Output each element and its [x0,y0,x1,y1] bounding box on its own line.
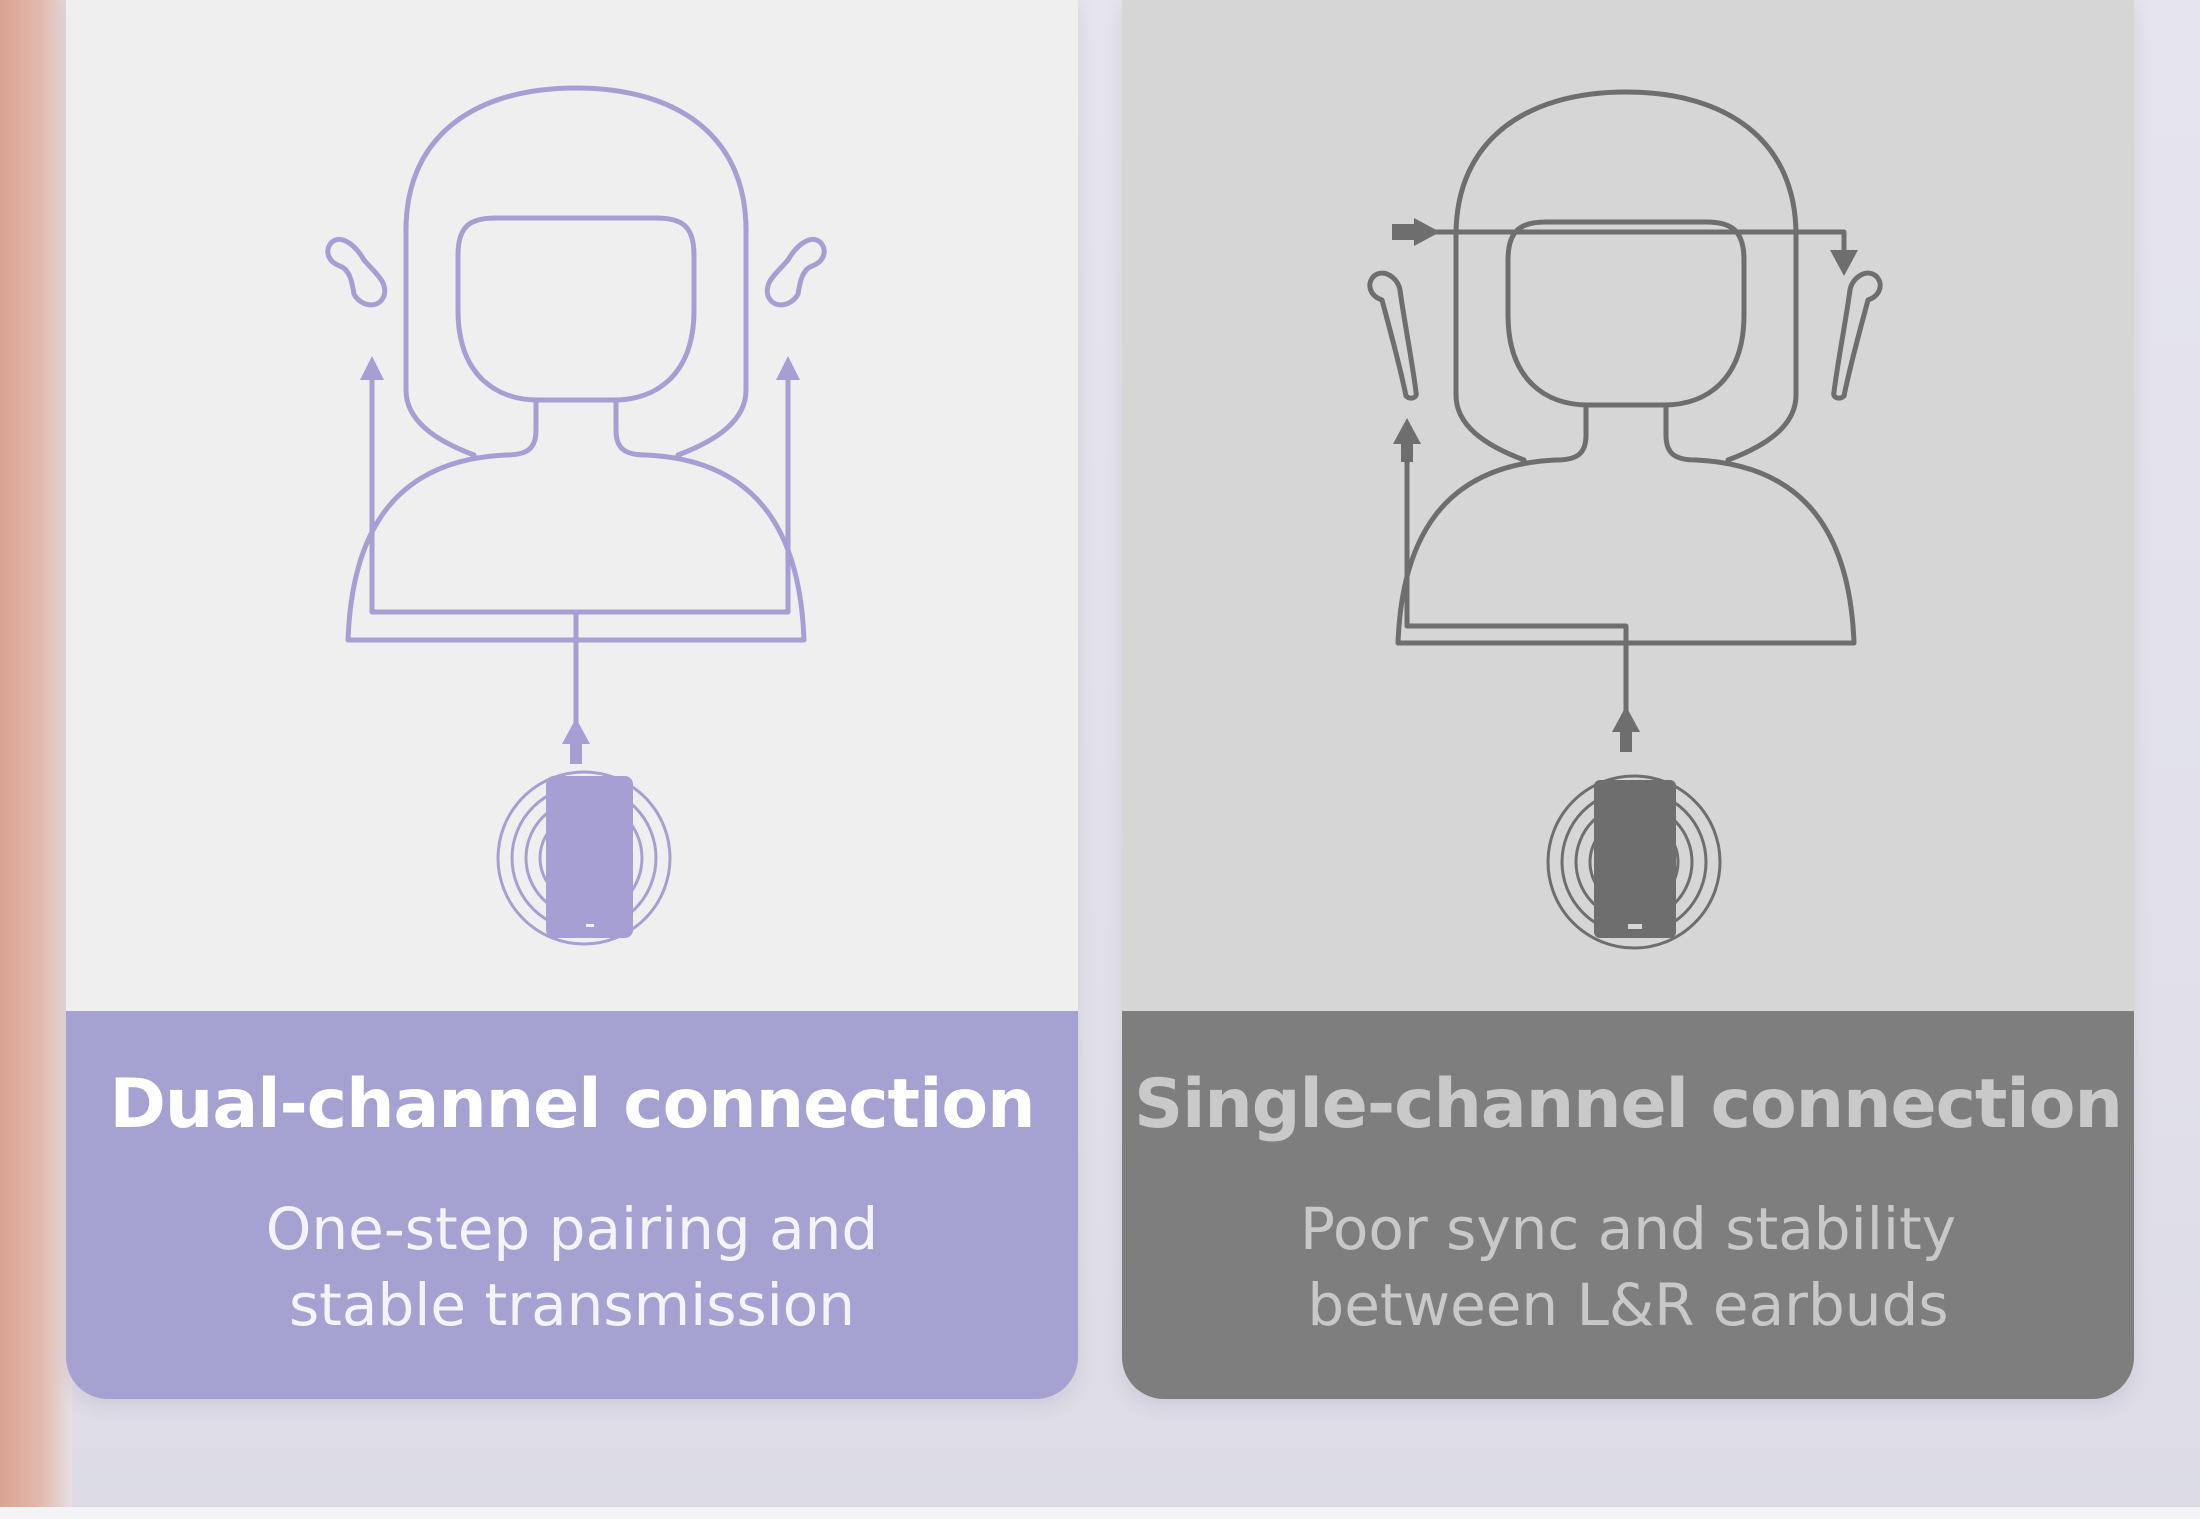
dual-channel-subtitle-line1: One-step pairing and [265,1195,879,1263]
arrow-stem [1392,224,1418,240]
arrow-stem [1401,440,1413,462]
face-outline [455,215,697,403]
dual-channel-subtitle-line2: stable transmission [288,1271,856,1339]
head-shoulders-icon [403,85,749,458]
earbud-left-icon [1367,270,1419,401]
single-channel-subtitle-line2: between L&R earbuds [1307,1271,1949,1339]
arrow-up-icon [562,718,590,744]
single-channel-illustration [1122,0,2134,1011]
dual-channel-card: Dual-channel connection One-step pairing… [66,0,1078,1399]
dual-channel-caption: Dual-channel connection One-step pairing… [66,1011,1078,1399]
dual-channel-subtitle: One-step pairing and stable transmission [66,1191,1078,1343]
arrow-right-icon [1414,218,1440,246]
single-channel-title: Single-channel connection [1134,1065,2123,1144]
arrow-stem [570,740,582,764]
left-signal-line [369,375,579,731]
phone-icon [546,776,633,938]
arrow-up-icon [360,356,384,380]
earbud-left-icon [325,236,388,308]
arrow-up-icon [1612,706,1640,732]
dual-channel-title: Dual-channel connection [109,1065,1035,1144]
right-signal-line [573,375,791,615]
arrow-stem [1620,728,1632,752]
shoulders-outline [1395,402,1857,646]
bottom-strip [0,1507,2200,1519]
shoulders-outline [345,397,807,643]
single-channel-subtitle: Poor sync and stability between L&R earb… [1122,1191,2134,1343]
relay-line [1407,229,1847,259]
single-channel-caption: Single-channel connection Poor sync and … [1122,1011,2134,1399]
arrow-up-icon [776,356,800,380]
single-channel-card: Single-channel connection Poor sync and … [1122,0,2134,1399]
single-channel-subtitle-line1: Poor sync and stability [1299,1195,1957,1263]
earbud-right-icon [1831,270,1883,401]
background-skin-edge [0,0,72,1519]
left-signal-line [1404,437,1629,723]
dual-channel-illustration [66,0,1078,1011]
phone-icon [1594,780,1676,938]
earbud-right-icon [764,236,827,308]
arrow-up-icon [1393,418,1421,444]
face-outline [1505,219,1747,408]
head-shoulders-icon [1453,89,1799,463]
arrow-down-icon [1830,250,1858,276]
